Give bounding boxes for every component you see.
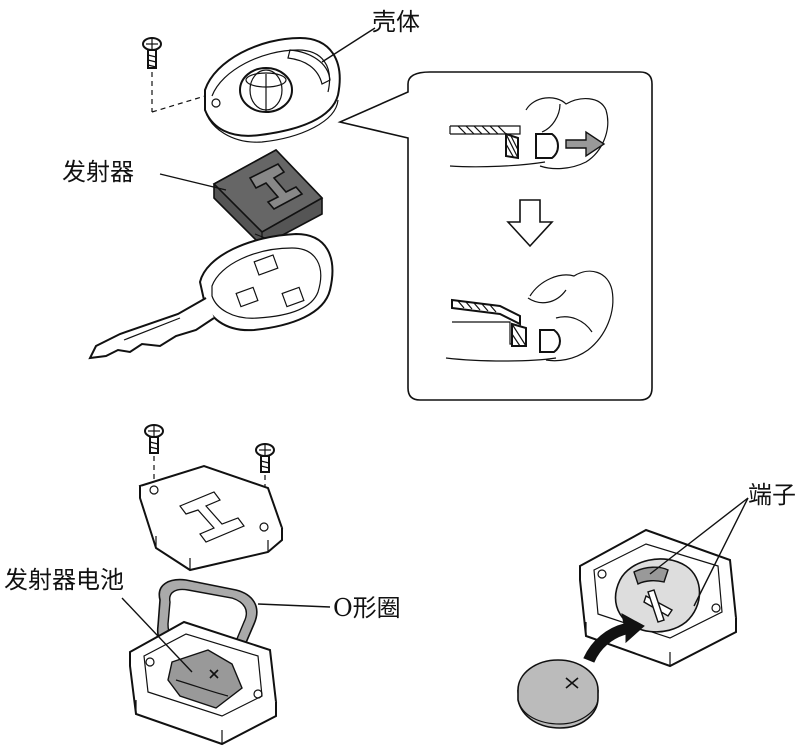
- label-transmitter-battery: 发射器电池: [4, 566, 124, 594]
- leader-case: [321, 27, 376, 63]
- leader-terminal-1: [649, 497, 749, 575]
- screw-icon: [142, 37, 162, 69]
- coin-battery: [517, 659, 599, 729]
- leader-terminal-2: [693, 497, 749, 607]
- key-icon: [88, 232, 334, 360]
- leader-o-ring: [257, 603, 331, 608]
- transmitter-cover: [138, 464, 284, 572]
- release-detail-lower: [445, 270, 614, 362]
- label-o-ring: O形圈: [333, 594, 401, 622]
- leader-battery: [121, 597, 193, 673]
- screw-guide-line: [151, 72, 206, 113]
- transmitter-base: [128, 620, 278, 746]
- curved-arrow-icon: [583, 613, 645, 663]
- leader-transmitter: [159, 173, 227, 191]
- label-terminal: 端子: [748, 481, 796, 509]
- release-detail-upper: [449, 97, 609, 170]
- label-case: 壳体: [372, 8, 420, 36]
- label-transmitter: 发射器: [62, 158, 134, 186]
- arrow-right-icon: [565, 130, 606, 158]
- key-case-shell: [204, 36, 341, 143]
- arrow-down-icon: [506, 199, 554, 248]
- transmitter-base-open: [578, 528, 738, 668]
- screw-icon: [144, 424, 164, 484]
- detail-callout: [337, 71, 653, 401]
- transmitter: [212, 149, 324, 247]
